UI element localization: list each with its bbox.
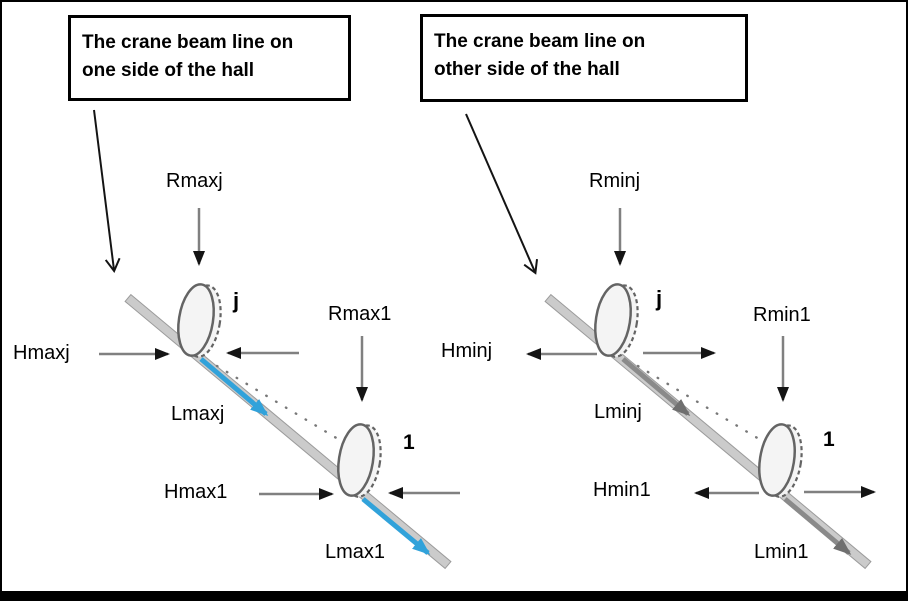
force-label-hmin1: Hmin1 <box>593 479 651 501</box>
force-label-hmax1: Hmax1 <box>164 481 228 503</box>
right-wheel-1 <box>758 423 803 498</box>
left-dotted-line <box>215 364 340 441</box>
lmin1-arrow <box>783 497 852 555</box>
bottom-rule <box>2 591 906 599</box>
force-label-lmax1: Lmax1 <box>325 541 386 563</box>
force-label-rmax1: Rmax1 <box>328 303 392 325</box>
right-callout-line1: The crane beam line on <box>434 31 646 52</box>
left-wheel-j <box>177 283 222 358</box>
left-crane-beam-diagram <box>93 109 460 570</box>
lmax1-arrow <box>361 497 431 555</box>
right-dotted-line <box>636 364 761 441</box>
left-callout-box: The crane beam line on one side of the h… <box>68 15 351 101</box>
force-label-lmin1: Lmin1 <box>754 541 809 563</box>
force-label-lmaxj: Lmaxj <box>171 403 225 425</box>
right-wheel-1-label: 1 <box>823 428 835 451</box>
left-wheel-1-label: 1 <box>403 431 415 454</box>
force-label-rminj: Rminj <box>589 170 641 192</box>
left-callout-line1: The crane beam line on <box>82 32 294 53</box>
right-callout-box: The crane beam line on other side of the… <box>420 14 748 102</box>
left-callout-line2: one side of the hall <box>82 60 255 81</box>
right-wheel-j-label: j <box>656 286 663 311</box>
left-wheel-j-label: j <box>233 288 240 313</box>
right-callout-arrow <box>465 113 539 275</box>
left-wheel-1 <box>337 423 382 498</box>
left-callout-arrow <box>93 109 121 273</box>
force-label-rmaxj: Rmaxj <box>166 170 223 192</box>
force-label-rmin1: Rmin1 <box>753 304 811 326</box>
force-label-hminj: Hminj <box>441 340 493 362</box>
force-label-lminj: Lminj <box>594 401 642 423</box>
right-callout-line2: other side of the hall <box>434 59 620 80</box>
lminj-arrow <box>621 357 691 416</box>
right-wheel-j <box>594 283 639 358</box>
right-crane-beam-diagram <box>465 113 876 570</box>
force-label-hmaxj: Hmaxj <box>13 342 70 364</box>
lmaxj-arrow <box>199 357 269 416</box>
